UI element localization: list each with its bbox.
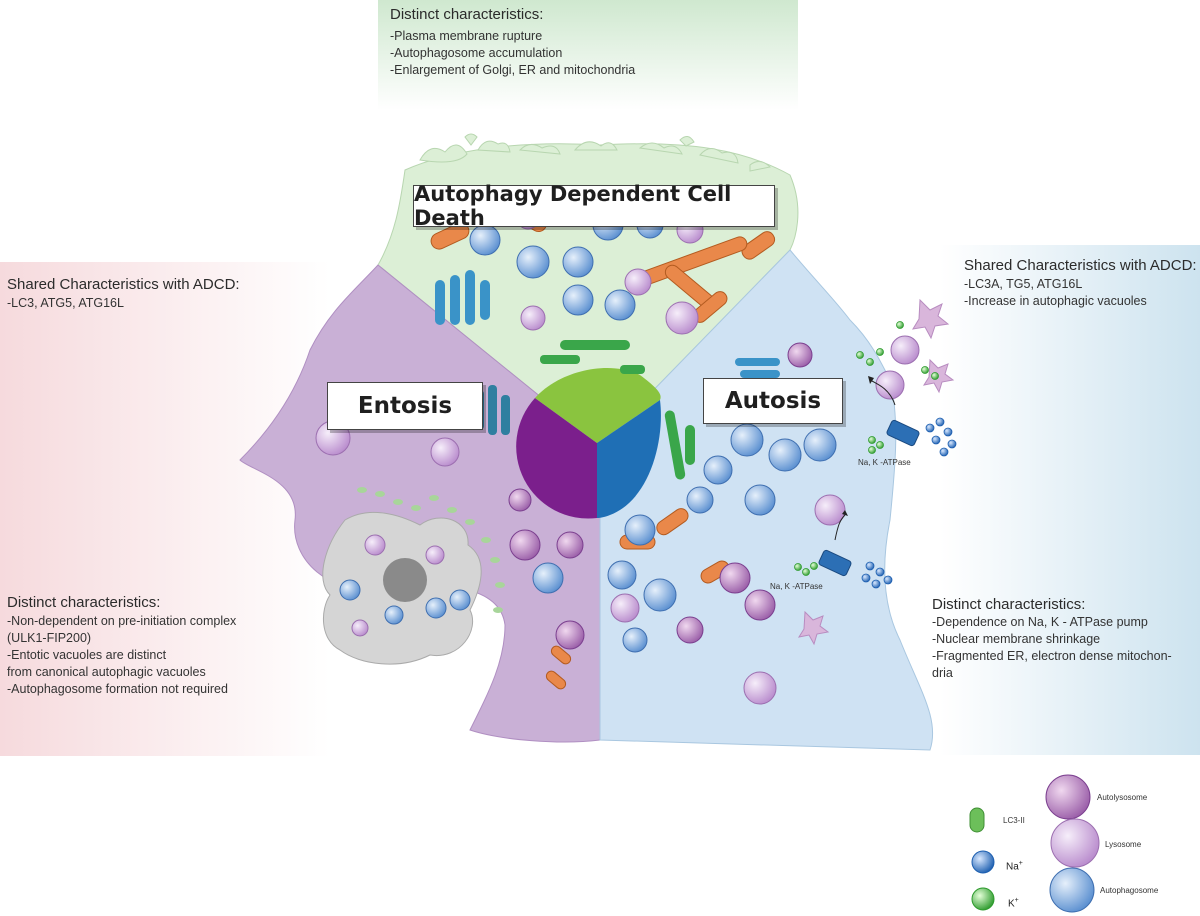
legend-lysosome-label: Lysosome bbox=[1105, 840, 1142, 849]
left-distinct-heading: Distinct characteristics: bbox=[7, 594, 161, 611]
left-distinct-line-1: -Non-dependent on pre-initiation complex bbox=[7, 614, 237, 628]
k-ions bbox=[794, 321, 939, 576]
top-distinct-line-1: -Plasma membrane rupture bbox=[390, 29, 543, 43]
left-distinct-line-2: (ULK1-FIP200) bbox=[7, 631, 92, 645]
left-panel-bg bbox=[0, 262, 330, 756]
autosis-label-text: Autosis bbox=[724, 388, 822, 414]
right-distinct-line-4: dria bbox=[932, 666, 953, 680]
right-distinct-line-1: -Dependence on Na, K - ATPase pump bbox=[932, 615, 1148, 629]
right-distinct-line-2: -Nuclear membrane shrinkage bbox=[932, 632, 1101, 646]
right-distinct-line-3: -Fragmented ER, electron dense mitochon- bbox=[932, 649, 1172, 663]
right-distinct-heading: Distinct characteristics: bbox=[932, 596, 1086, 613]
top-distinct-line-2: -Autophagosome accumulation bbox=[390, 46, 563, 60]
left-distinct-line-3: -Entotic vacuoles are distinct bbox=[7, 648, 167, 662]
legend-autolysosome-label: Autolysosome bbox=[1097, 793, 1148, 802]
right-shared-line-1: -LC3A, TG5, ATG16L bbox=[964, 277, 1083, 291]
pump-label-upper: Na, K -ATPase bbox=[858, 458, 911, 467]
adcd-label: Autophagy Dependent Cell Death bbox=[413, 182, 775, 230]
entosis-label: Entosis bbox=[327, 382, 483, 430]
legend-lysosome-symbol bbox=[1050, 818, 1100, 868]
nucleus bbox=[516, 368, 661, 519]
legend-autophagosome-symbol bbox=[1049, 867, 1095, 913]
legend bbox=[969, 774, 1100, 913]
na-ions bbox=[861, 417, 957, 589]
legend-autophagosome-label: Autophagosome bbox=[1100, 886, 1159, 895]
pump-label-lower: Na, K -ATPase bbox=[770, 582, 823, 591]
membrane-rupture-fragments bbox=[419, 133, 772, 172]
golgi-adcd bbox=[435, 270, 490, 325]
legend-na-label: Na+ bbox=[1006, 860, 1023, 872]
autolysosomes bbox=[508, 342, 813, 650]
right-panel-bg bbox=[940, 245, 1200, 755]
autosis-label: Autosis bbox=[703, 378, 843, 424]
legend-na-text: Na bbox=[1006, 861, 1019, 873]
legend-k-symbol bbox=[971, 887, 995, 911]
top-distinct-heading: Distinct characteristics: bbox=[390, 6, 544, 23]
legend-lc3-symbol bbox=[969, 807, 985, 833]
top-panel-bg bbox=[378, 0, 798, 110]
right-shared-line-2: -Increase in autophagic vacuoles bbox=[964, 294, 1147, 308]
legend-k-label: K+ bbox=[1008, 897, 1019, 909]
left-shared-line-1: -LC3, ATG5, ATG16L bbox=[7, 296, 124, 310]
legend-k-sup: + bbox=[1014, 897, 1019, 904]
golgi-autosis bbox=[735, 358, 780, 378]
na-k-atpase-pump-upper bbox=[868, 376, 920, 447]
er-structures bbox=[540, 340, 695, 480]
legend-k-text: K bbox=[1008, 898, 1015, 910]
engulfed-cell-nucleus bbox=[383, 558, 427, 602]
entotic-vacuole-dots bbox=[357, 487, 505, 613]
entosis-label-text: Entosis bbox=[357, 393, 453, 419]
legend-lc3-label: LC3-II bbox=[1003, 816, 1025, 825]
adcd-label-text: Autophagy Dependent Cell Death bbox=[414, 182, 732, 230]
legend-na-sup: + bbox=[1018, 860, 1023, 867]
top-distinct-line-3: -Enlargement of Golgi, ER and mitochondr… bbox=[390, 63, 636, 77]
left-distinct-line-4: from canonical autophagic vacuoles bbox=[7, 665, 206, 679]
legend-na-symbol bbox=[971, 850, 995, 874]
left-shared-heading: Shared Characteristics with ADCD: bbox=[7, 276, 240, 293]
left-distinct-line-5: -Autophagosome formation not required bbox=[7, 682, 228, 696]
legend-autolysosome-symbol bbox=[1045, 774, 1091, 820]
right-shared-heading: Shared Characteristics with ADCD: bbox=[964, 257, 1197, 274]
na-k-atpase-pump-lower bbox=[818, 510, 852, 577]
